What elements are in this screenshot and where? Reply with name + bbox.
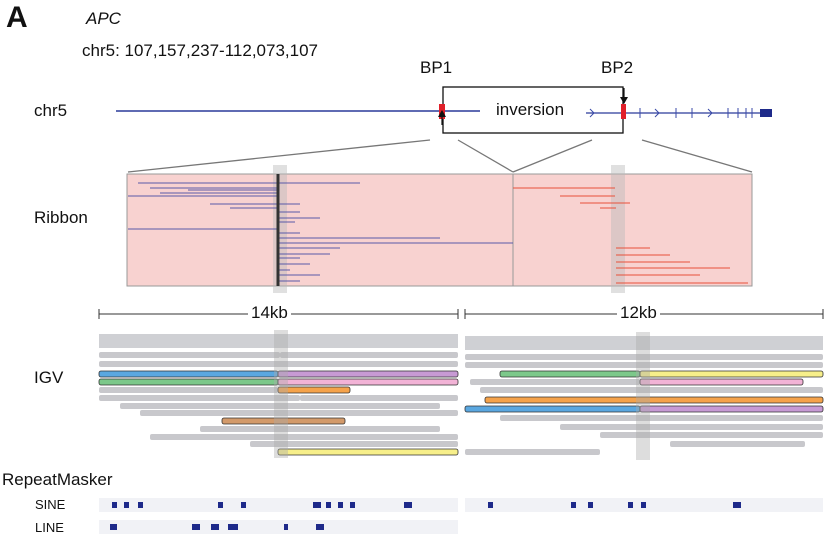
igv-read — [250, 441, 458, 447]
sine-repeat — [733, 502, 741, 508]
igv-read — [98, 370, 279, 378]
igv-read — [300, 395, 458, 401]
igv-read — [465, 354, 823, 360]
sine-repeat — [326, 502, 331, 508]
chromosome-label: chr5 — [34, 101, 68, 120]
sine-track-bg-left — [99, 498, 458, 512]
igv-read — [277, 370, 459, 378]
igv-coverage — [465, 336, 823, 350]
igv-read — [639, 378, 804, 386]
sine-repeat — [241, 502, 246, 508]
igv-read — [98, 378, 279, 386]
igv-panel-left — [98, 334, 459, 456]
sine-repeat — [588, 502, 593, 508]
igv-read — [280, 352, 458, 358]
igv-read — [221, 417, 346, 425]
gene-name: APC — [86, 9, 121, 28]
igv-read — [470, 379, 640, 385]
igv-highlight-right — [636, 332, 650, 460]
igv-read — [670, 441, 805, 447]
gene-model — [589, 108, 753, 118]
line-repeat — [211, 524, 219, 530]
sine-repeat — [313, 502, 321, 508]
line-repeat — [192, 524, 200, 530]
bp2-marker — [621, 104, 626, 119]
igv-read — [150, 434, 458, 440]
igv-read — [277, 448, 459, 456]
gene-end-block — [760, 109, 772, 117]
igv-read — [277, 386, 351, 394]
igv-read — [465, 449, 600, 455]
igv-read — [600, 432, 823, 438]
sine-repeat — [350, 502, 355, 508]
ribbon-reads-left — [128, 182, 513, 282]
igv-read — [499, 370, 641, 378]
bp1-label: BP1 — [420, 58, 453, 77]
ribbon-track-label: Ribbon — [34, 208, 88, 227]
igv-highlight-left — [274, 330, 288, 458]
sine-label: SINE — [35, 497, 66, 512]
sine-repeat — [338, 502, 343, 508]
igv-read — [140, 410, 458, 416]
sine-repeat-marks — [112, 502, 741, 508]
sine-repeat — [124, 502, 129, 508]
line-track-bg-left — [99, 520, 458, 534]
igv-read — [500, 415, 823, 421]
igv-track-label: IGV — [34, 368, 64, 387]
bp2-label: BP2 — [601, 58, 634, 77]
igv-read — [99, 395, 300, 401]
igv-read — [639, 370, 824, 378]
scale-left-label: 14kb — [248, 303, 291, 323]
ribbon-reads-right — [513, 187, 748, 284]
igv-read — [277, 378, 459, 386]
igv-read — [99, 361, 458, 367]
sine-repeat — [628, 502, 633, 508]
igv-read — [464, 405, 641, 413]
sine-repeat — [641, 502, 646, 508]
genomic-coordinates: chr5: 107,157,237-112,073,107 — [82, 41, 318, 60]
igv-read — [99, 387, 278, 393]
igv-read — [99, 352, 280, 358]
ribbon-panel-right — [512, 173, 753, 287]
line-repeat — [284, 524, 288, 530]
sine-repeat — [571, 502, 576, 508]
line-label: LINE — [35, 520, 64, 535]
zoom-connectors — [127, 139, 753, 173]
sine-repeat — [138, 502, 143, 508]
line-repeat — [110, 524, 117, 530]
repeatmasker-label: RepeatMasker — [2, 470, 113, 489]
ribbon-panel-left — [126, 173, 514, 287]
line-repeat — [228, 524, 238, 530]
sine-repeat — [112, 502, 117, 508]
igv-read — [484, 396, 824, 404]
igv-panel-right — [464, 336, 824, 455]
sine-repeat — [404, 502, 412, 508]
igv-read — [465, 362, 823, 368]
igv-read — [120, 403, 440, 409]
inversion-label: inversion — [496, 100, 565, 119]
line-repeat — [316, 524, 324, 530]
igv-read — [560, 424, 823, 430]
sine-repeat — [218, 502, 223, 508]
panel-letter: A — [6, 1, 28, 34]
line-repeat-marks — [110, 524, 324, 530]
igv-read — [200, 426, 440, 432]
igv-read — [480, 387, 823, 393]
ribbon-highlight-right — [611, 165, 625, 293]
bp1-arrowhead — [438, 110, 446, 117]
igv-coverage — [99, 334, 458, 348]
igv-read — [639, 405, 824, 413]
scale-right-label: 12kb — [617, 303, 660, 323]
bp2-arrowhead — [620, 97, 628, 104]
sine-repeat — [488, 502, 493, 508]
